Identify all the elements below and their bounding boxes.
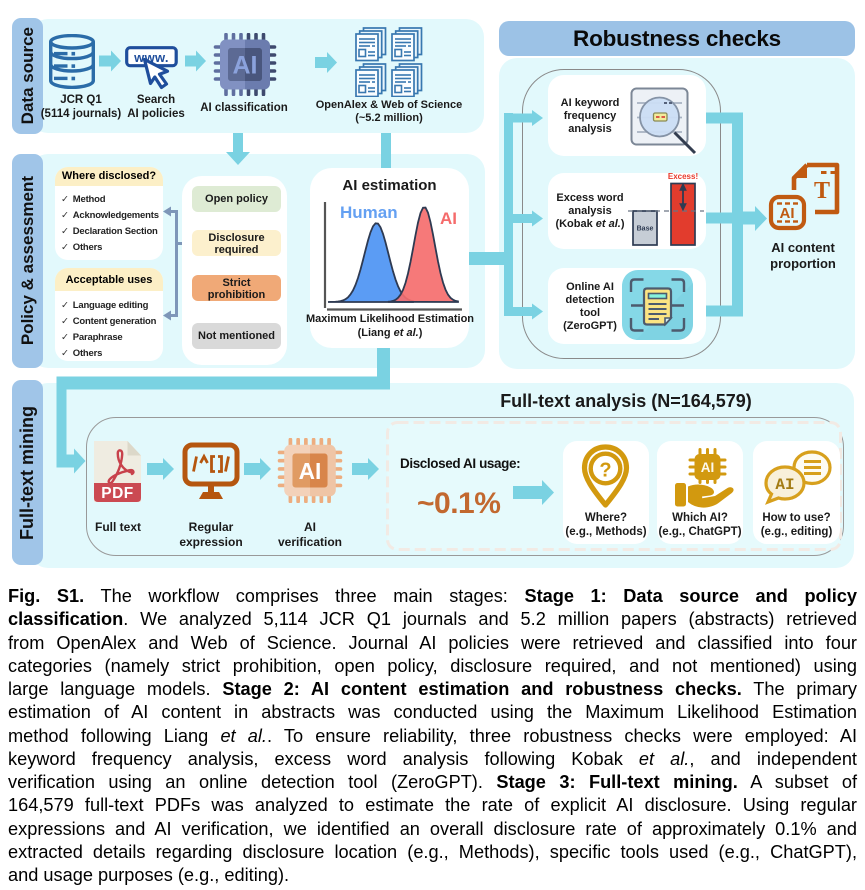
svg-text:AI: AI xyxy=(780,205,795,222)
svg-text:T: T xyxy=(814,178,830,204)
svg-text:www.: www. xyxy=(133,50,169,65)
svg-text:Excess!: Excess! xyxy=(668,172,698,181)
svg-text:Base: Base xyxy=(637,226,654,233)
svg-text:AI: AI xyxy=(299,458,322,484)
svg-text:?: ? xyxy=(599,460,611,482)
svg-text:AI: AI xyxy=(233,52,258,80)
svg-text:AI: AI xyxy=(701,460,715,475)
svg-text:AI: AI xyxy=(775,476,794,494)
svg-text:PDF: PDF xyxy=(101,485,134,502)
